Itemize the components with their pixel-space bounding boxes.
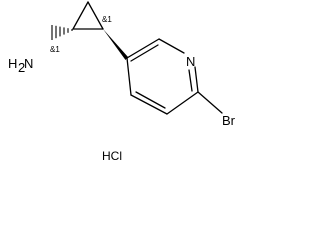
chemical-structure: H 2 N N Br &1 &1 HCl [8,1,236,163]
bromine-label: Br [222,113,236,128]
hydrochloride-salt-label: HCl [102,149,122,163]
hashed-wedge-bond-amine [51,25,73,40]
stereo-descriptor-1: &1 [50,45,60,54]
pyridine-nitrogen-label: N [186,54,195,69]
bond-c3-c2 [87,1,104,30]
bond-c1-c3 [72,1,89,30]
stereo-descriptor-2: &1 [102,15,112,24]
cyclopropane-ring [72,1,104,30]
bold-wedge-bond-pyridyl [103,29,128,60]
amine-label-h: H [8,56,17,71]
amine-label-subscript: 2 [18,60,25,75]
amine-label-n: N [24,56,33,71]
pyridine-ring [126,38,223,115]
